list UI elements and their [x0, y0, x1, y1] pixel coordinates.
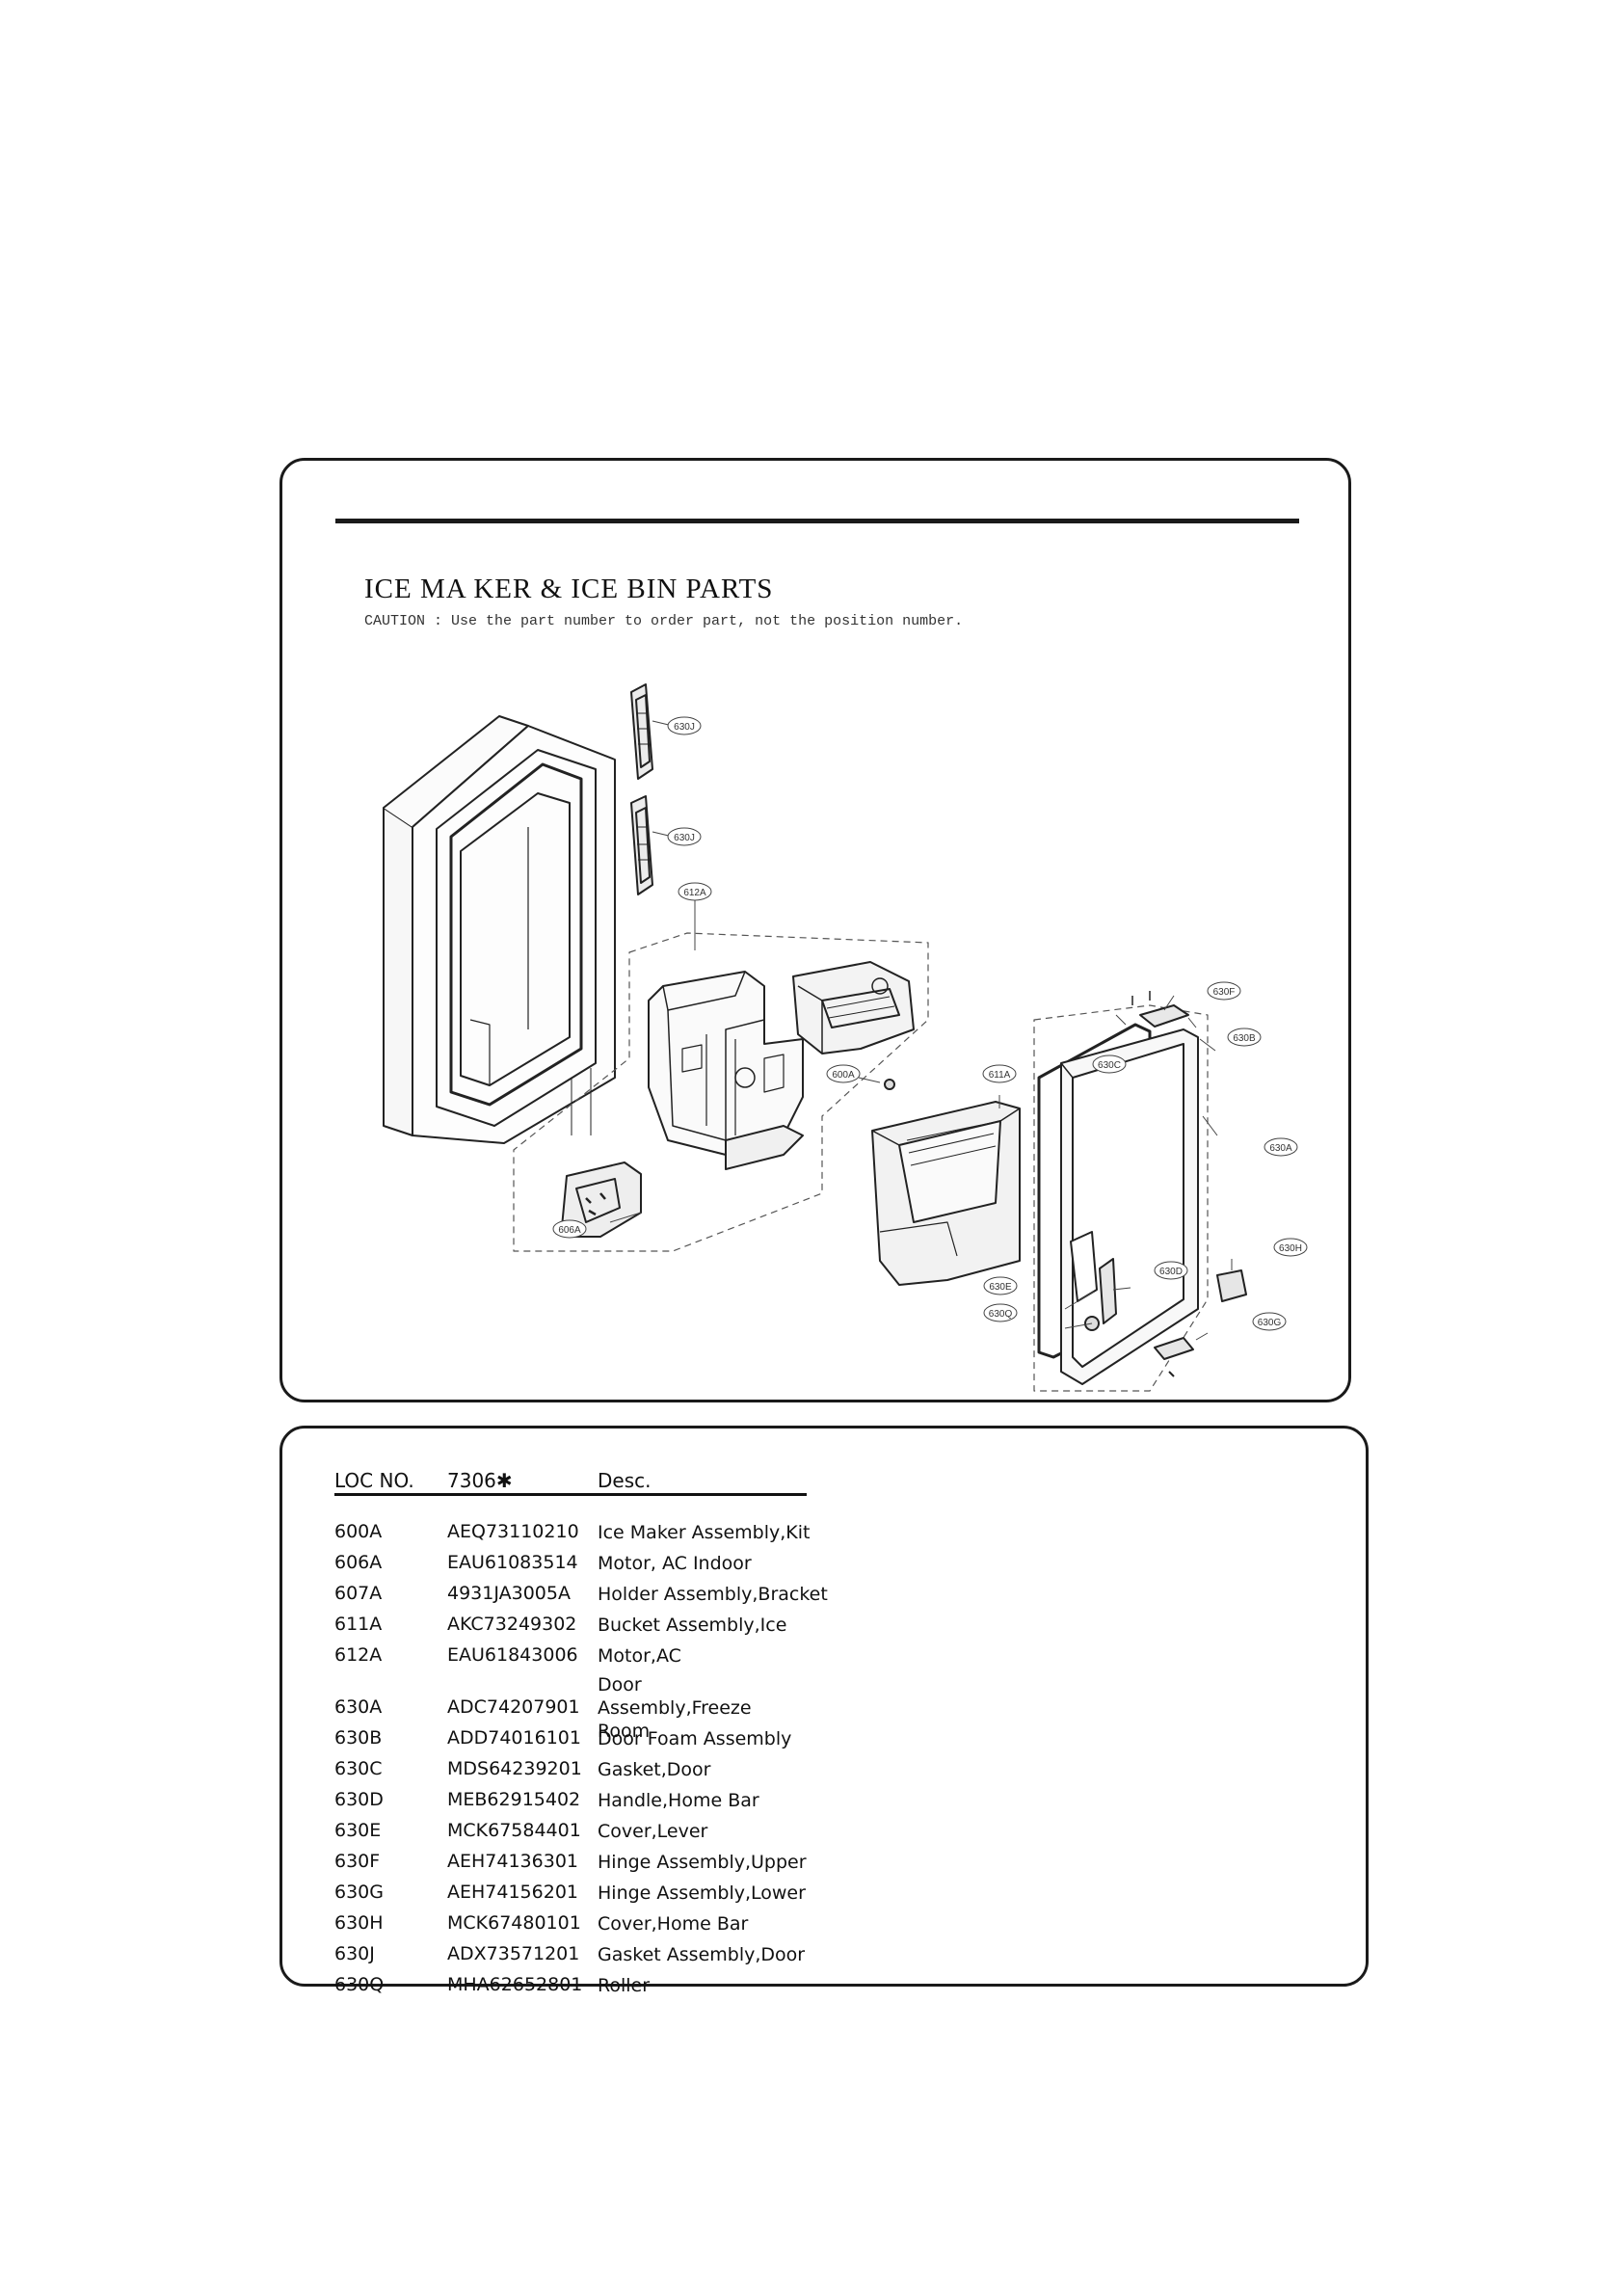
- part-number-cell: ADC74207901: [447, 1696, 580, 1718]
- description-cell: Cover,Home Bar: [598, 1913, 749, 1935]
- freezer-door: [1060, 1028, 1199, 1385]
- callout-630c: 630C: [1098, 1060, 1121, 1071]
- caution-note: CAUTION : Use the part number to order p…: [364, 613, 964, 629]
- home-bar-cover: [1216, 1269, 1247, 1302]
- part-number-cell: ADX73571201: [447, 1943, 580, 1964]
- loc-cell: 607A: [334, 1583, 383, 1604]
- parts-table-panel: LOC NO. 7306✱ Desc. 600A AEQ73110210 Ice…: [279, 1426, 1369, 1996]
- loc-cell: 630E: [334, 1820, 382, 1841]
- home-bar-handle: [1070, 1231, 1117, 1331]
- loc-cell: 600A: [334, 1521, 383, 1542]
- part-number-cell: ADD74016101: [447, 1727, 581, 1749]
- description-cell: Motor, AC Indoor: [598, 1553, 752, 1574]
- description-cell: Bucket Assembly,Ice: [598, 1615, 787, 1636]
- part-number-cell: AEH74136301: [447, 1851, 578, 1872]
- callout-630j-top: 630J: [674, 722, 695, 733]
- gasket-strip-top: [630, 683, 653, 780]
- loc-cell: 630B: [334, 1727, 383, 1749]
- loc-cell: 630Q: [334, 1974, 385, 1995]
- loc-cell: 630G: [334, 1882, 384, 1903]
- diagram-panel: ICE MA KER & ICE BIN PARTS CAUTION : Use…: [279, 458, 1351, 1402]
- callout-630g: 630G: [1258, 1318, 1282, 1328]
- header-description: Desc.: [598, 1469, 652, 1492]
- callout-612a: 612A: [683, 888, 706, 898]
- loc-cell: 612A: [334, 1644, 383, 1666]
- callout-600a: 600A: [832, 1070, 855, 1081]
- door-assembly-boundary: [1033, 1004, 1209, 1392]
- exploded-parts-diagram: 630J 630J 612A 600A 611A 606A 630F 630B …: [383, 683, 1308, 1392]
- callout-630d: 630D: [1159, 1267, 1183, 1277]
- header-part-number: 7306✱: [447, 1469, 513, 1492]
- description-cell: Gasket Assembly,Door: [598, 1944, 806, 1965]
- loc-cell: 606A: [334, 1552, 383, 1573]
- part-number-cell: EAU61843006: [447, 1644, 578, 1666]
- ice-maker-assembly-boundary: [513, 932, 929, 1252]
- callout-611a: 611A: [989, 1070, 1011, 1081]
- ice-bucket: [871, 1101, 1021, 1286]
- description-cell: Gasket,Door: [598, 1759, 711, 1780]
- callout-630b: 630B: [1233, 1033, 1256, 1044]
- description-cell: Motor,AC: [598, 1645, 681, 1667]
- part-number-cell: AEQ73110210: [447, 1521, 579, 1542]
- description-cell: Door Assembly,Freeze Room: [598, 1674, 752, 1742]
- callout-630e: 630E: [989, 1282, 1012, 1293]
- loc-cell: 630A: [334, 1696, 383, 1718]
- callout-630h: 630H: [1279, 1243, 1302, 1254]
- callout-606a: 606A: [558, 1225, 581, 1236]
- hinge-lower: [1154, 1337, 1194, 1377]
- loc-cell: 630H: [334, 1912, 384, 1934]
- callout-630f: 630F: [1213, 987, 1236, 998]
- description-cell: Hinge Assembly,Lower: [598, 1882, 806, 1904]
- part-number-cell: EAU61083514: [447, 1552, 578, 1573]
- description-cell: Hinge Assembly,Upper: [598, 1852, 807, 1873]
- part-number-cell: 4931JA3005A: [447, 1583, 571, 1604]
- page-title: ICE MA KER & ICE BIN PARTS: [364, 574, 774, 604]
- header-underline: [334, 1493, 807, 1496]
- part-number-cell: MEB62915402: [447, 1789, 581, 1810]
- description-cell: Ice Maker Assembly,Kit: [598, 1522, 811, 1543]
- ice-maker-module: [792, 961, 915, 1055]
- callout-630q: 630Q: [989, 1309, 1013, 1320]
- loc-cell: 630C: [334, 1758, 383, 1779]
- loc-cell: 630J: [334, 1943, 375, 1964]
- callout-630j-bottom: 630J: [674, 833, 695, 843]
- part-number-cell: MCK67480101: [447, 1912, 581, 1934]
- callout-630a: 630A: [1269, 1143, 1292, 1154]
- header-loc-no: LOC NO.: [334, 1469, 414, 1492]
- motor-606a: [561, 1161, 642, 1238]
- description-cell: Handle,Home Bar: [598, 1790, 759, 1811]
- part-number-cell: AEH74156201: [447, 1882, 578, 1903]
- part-number-cell: MDS64239201: [447, 1758, 582, 1779]
- description-cell: Door Foam Assembly: [598, 1728, 792, 1749]
- loc-cell: 611A: [334, 1614, 383, 1635]
- door-liner-illustration: [383, 715, 616, 1144]
- description-cell: Roller: [598, 1975, 651, 1996]
- header-rule: [335, 519, 1299, 523]
- description-cell: Cover,Lever: [598, 1821, 708, 1842]
- loc-cell: 630F: [334, 1851, 381, 1872]
- part-number-cell: MHA62652801: [447, 1974, 583, 1995]
- part-number-cell: MCK67584401: [447, 1820, 581, 1841]
- part-number-cell: AKC73249302: [447, 1614, 577, 1635]
- hinge-upper: [1131, 991, 1189, 1028]
- description-cell: Holder Assembly,Bracket: [598, 1584, 828, 1605]
- ice-maker-bracket: [648, 971, 804, 1170]
- gasket-strip-bottom: [630, 795, 653, 895]
- loc-cell: 630D: [334, 1789, 384, 1810]
